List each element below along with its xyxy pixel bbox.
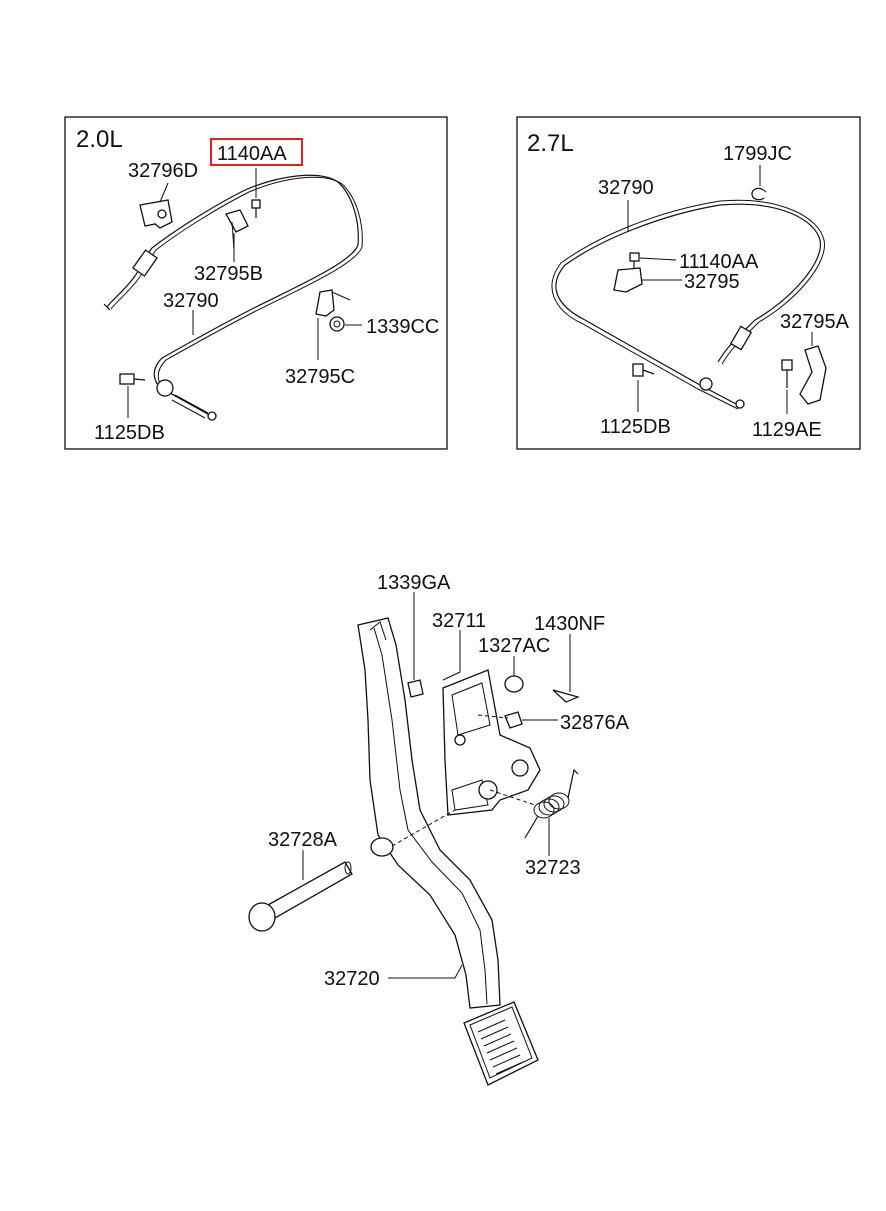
label-32790-left[interactable]: 32790 [163, 290, 219, 312]
label-11140aa[interactable]: 11140AA [679, 251, 759, 273]
engine-label-2-7l: 2.7L [527, 130, 574, 157]
label-32795c[interactable]: 32795C [285, 366, 355, 388]
bracket-32795 [613, 267, 643, 293]
label-32796d[interactable]: 32796D [128, 160, 198, 182]
bolt-1140aa [251, 199, 261, 209]
label-32795[interactable]: 32795 [684, 271, 740, 293]
label-1327ac[interactable]: 1327AC [478, 635, 550, 657]
pin-32728a [248, 861, 353, 932]
bushing-1339ga [407, 679, 424, 698]
label-32795a[interactable]: 32795A [780, 311, 850, 333]
label-32790-right[interactable]: 32790 [598, 177, 654, 199]
highlight-box-1140aa [210, 138, 303, 166]
label-1430nf[interactable]: 1430NF [534, 613, 605, 635]
panel-2-0l-frame [64, 116, 448, 450]
spring-32723 [524, 768, 579, 839]
bracket-32795c [315, 289, 335, 317]
label-32711[interactable]: 32711 [432, 610, 486, 632]
pedal-assembly: 1339GA 32711 1430NF 1327AC 32876A 32728A… [248, 572, 630, 1086]
label-1799jc[interactable]: 1799JC [723, 143, 792, 165]
bolt-1125db-left [119, 373, 135, 385]
bolt-1129ae [781, 359, 793, 371]
bolt-1125db-right [632, 363, 644, 377]
label-32720[interactable]: 32720 [324, 968, 380, 990]
label-1339ga[interactable]: 1339GA [377, 572, 451, 594]
cable-32790-right [555, 203, 822, 406]
label-1125db-right[interactable]: 1125DB [600, 416, 671, 438]
clip-32795b [225, 209, 249, 233]
pedal-pad-ribs [477, 1019, 524, 1075]
pedal-arm-32720 [357, 617, 501, 1009]
label-1129ae[interactable]: 1129AE [752, 419, 822, 441]
panel-2-7l: 2.7L 1799JC 32790 11140AA 3279 [516, 116, 861, 450]
bracket-32795a [799, 345, 827, 405]
clip-1799jc [751, 187, 767, 201]
stopper-32876a [504, 711, 523, 729]
pedal-pivot-hole [370, 837, 394, 857]
panel-2-7l-frame [516, 116, 861, 450]
label-1125db-left[interactable]: 1125DB [94, 422, 165, 444]
bracket-32711 [442, 669, 541, 816]
nut-1327ac [504, 675, 524, 693]
label-1339cc[interactable]: 1339CC [366, 316, 439, 338]
cable-adjuster [132, 249, 158, 277]
panel-2-0l: 2.0L [64, 116, 448, 450]
engine-label-2-0l: 2.0L [76, 126, 123, 153]
nut-1339cc [329, 316, 345, 332]
bracket-32796d [139, 199, 173, 229]
bolt-11140aa [629, 252, 640, 262]
label-1140aa[interactable]: 1140AA [217, 143, 287, 165]
clip-1430nf [552, 689, 580, 703]
label-32876a[interactable]: 32876A [560, 712, 630, 734]
label-32795b[interactable]: 32795B [194, 263, 263, 285]
label-32728a[interactable]: 32728A [268, 829, 338, 851]
label-32723[interactable]: 32723 [525, 857, 581, 879]
